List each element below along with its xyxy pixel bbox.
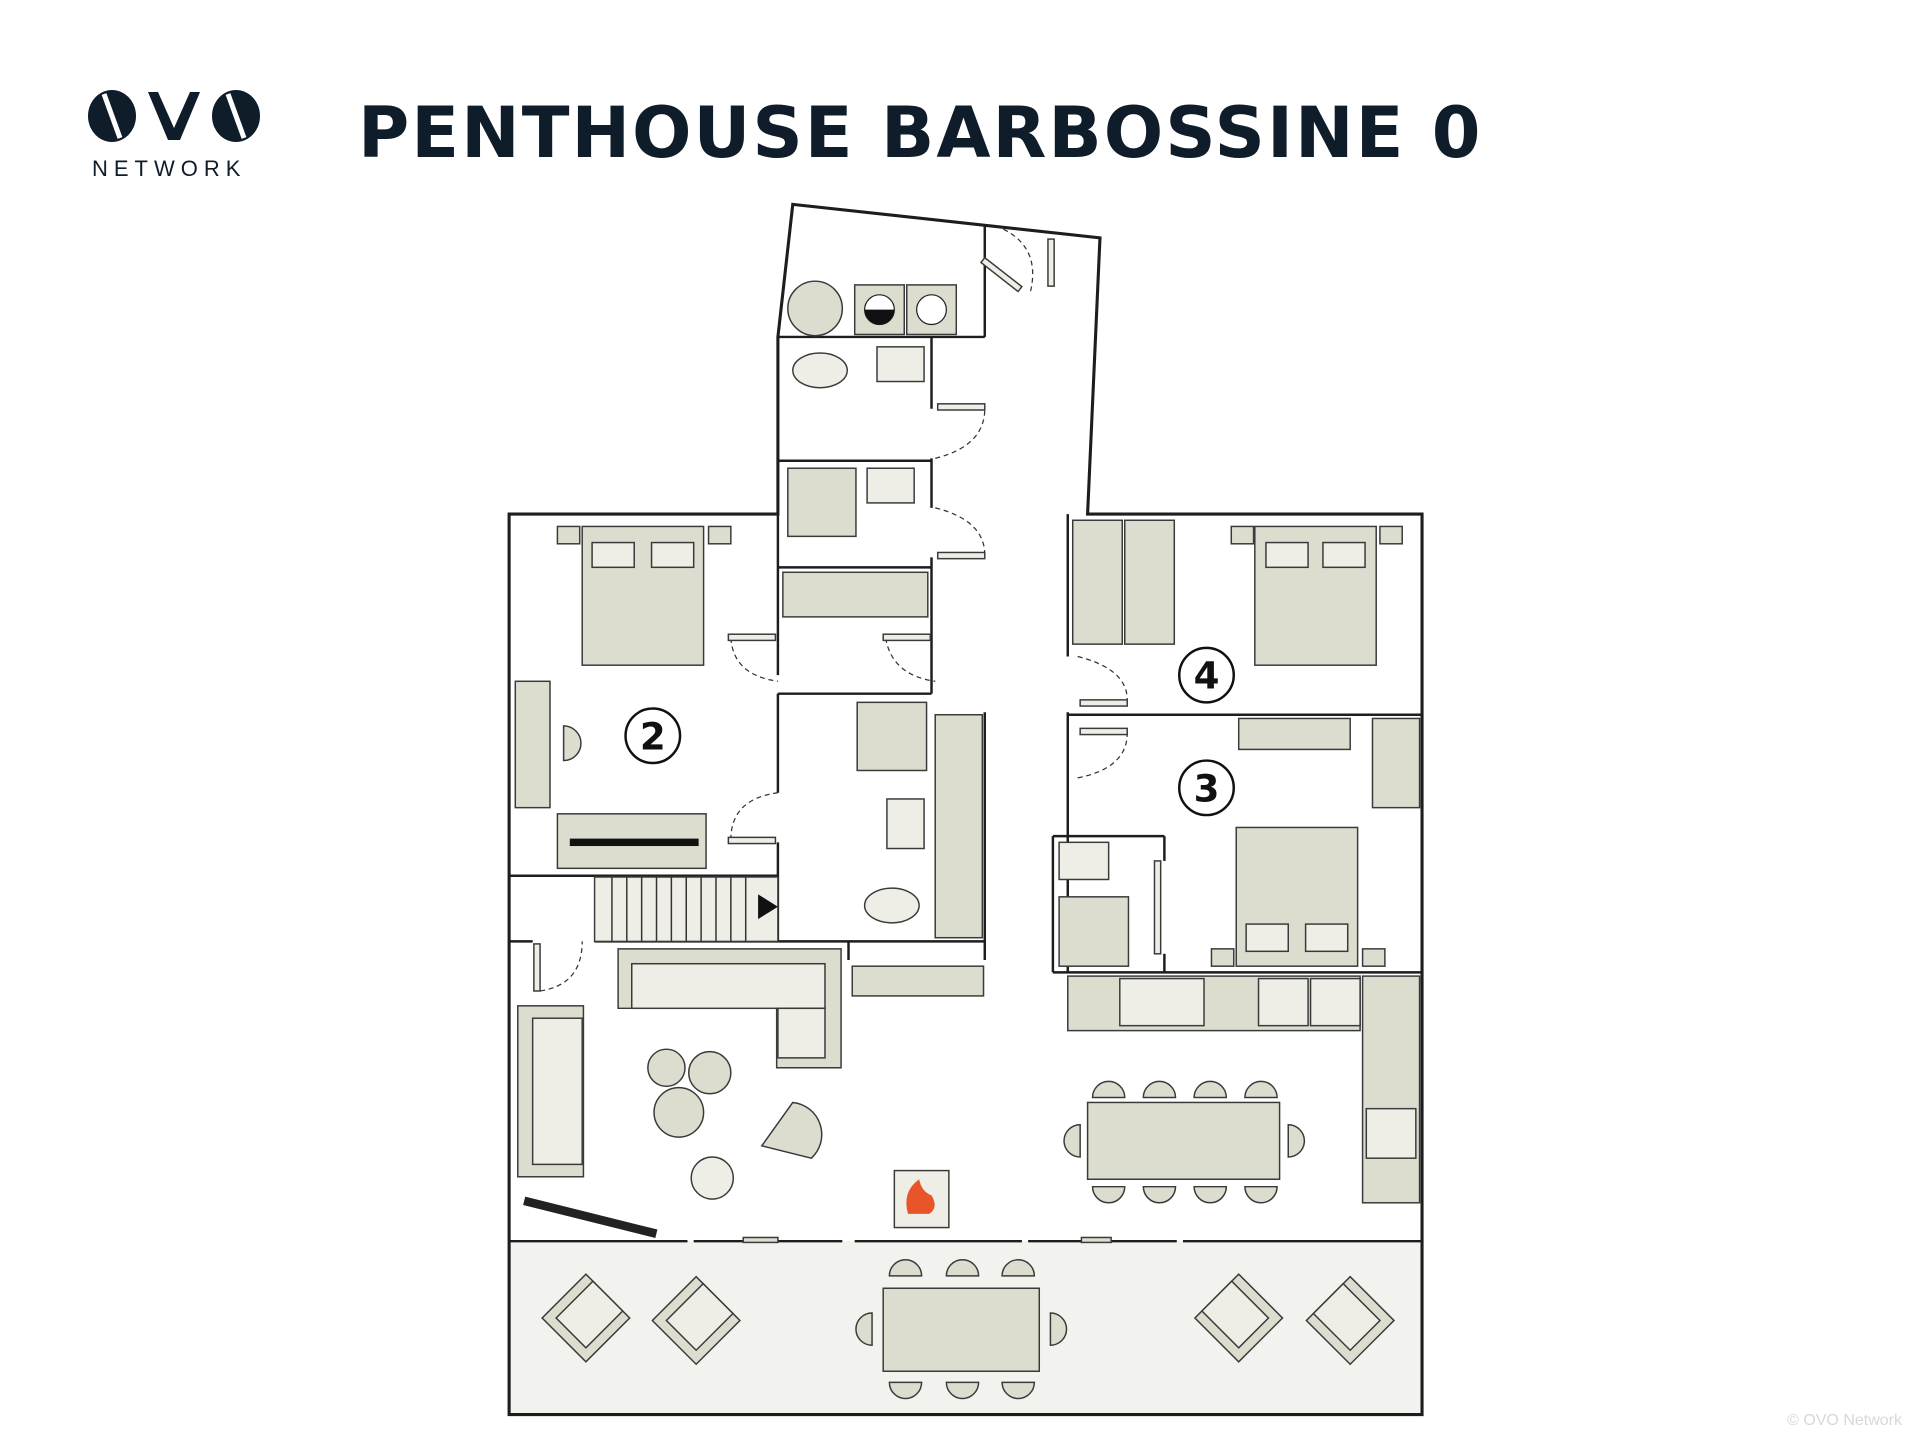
wardrobe — [1071, 519, 1124, 645]
chair — [1244, 1080, 1278, 1099]
chair — [1287, 1124, 1306, 1158]
logo-v — [148, 92, 200, 140]
living-room — [517, 948, 985, 1238]
chair — [888, 1381, 923, 1400]
bathroom-center — [856, 701, 984, 939]
lounge-chair — [1305, 1275, 1396, 1366]
copyright: © OVO Network — [1787, 1412, 1902, 1429]
sink — [1058, 841, 1110, 881]
wardrobe — [782, 571, 929, 618]
interior-walls — [509, 225, 1423, 1243]
chair — [1001, 1259, 1036, 1277]
dining-table — [1086, 1101, 1281, 1180]
chair — [1091, 1080, 1126, 1099]
chair — [562, 725, 582, 762]
chair — [1001, 1381, 1036, 1400]
toilet — [863, 887, 920, 924]
chair — [1063, 1124, 1081, 1158]
sink — [866, 467, 915, 504]
radiator — [1237, 717, 1351, 751]
armchair — [760, 1101, 823, 1160]
shower — [1058, 896, 1130, 967]
wardrobe — [934, 713, 984, 939]
side-table — [690, 1156, 735, 1200]
tv — [523, 1196, 658, 1238]
lounge-chair — [541, 1273, 631, 1363]
terrace-furniture — [541, 1273, 1396, 1372]
sink — [876, 346, 925, 383]
chair — [1142, 1185, 1177, 1204]
chair — [1049, 1312, 1068, 1346]
toilet — [792, 352, 849, 389]
lounge-chair — [651, 1275, 742, 1366]
chair — [1091, 1185, 1126, 1204]
boiler-icon — [787, 280, 844, 337]
lounge-chair — [1193, 1273, 1284, 1363]
room-number-3: 3 — [1194, 767, 1220, 810]
chair — [945, 1381, 980, 1400]
chair — [888, 1259, 923, 1277]
sink — [886, 798, 925, 850]
chair — [1193, 1185, 1228, 1204]
doors — [533, 228, 1162, 1244]
chair — [945, 1259, 980, 1277]
ovo-logo — [88, 90, 260, 142]
chair — [1142, 1080, 1177, 1099]
room-number-4: 4 — [1194, 655, 1220, 698]
chair — [1193, 1080, 1228, 1099]
utility-room — [782, 280, 958, 618]
kitchen-counter-side — [1361, 975, 1421, 1204]
fridge — [1365, 1107, 1417, 1159]
shower — [787, 467, 857, 538]
radiator — [851, 965, 985, 997]
room-4: 4 — [1071, 519, 1403, 704]
fire-icon — [906, 1179, 935, 1214]
room-2: 2 — [514, 525, 732, 870]
desk — [514, 680, 551, 809]
stairs-arrow-icon — [758, 894, 778, 920]
room-number-2: 2 — [640, 715, 666, 758]
kitchen-sink — [1119, 977, 1205, 1027]
room-3: 3 — [1058, 717, 1421, 967]
chair — [1244, 1185, 1278, 1204]
shower — [856, 701, 928, 772]
wardrobe — [1124, 519, 1176, 645]
outer-wall — [507, 202, 1424, 1417]
oven — [1309, 977, 1361, 1027]
staircase — [593, 876, 779, 943]
chair — [855, 1312, 873, 1346]
stove-top — [1257, 977, 1309, 1027]
wardrobe — [1371, 717, 1421, 809]
kitchen — [1067, 975, 1421, 1204]
page-title: PENTHOUSE BARBOSSINE 0 — [358, 92, 1483, 174]
terrace-table — [882, 1287, 1041, 1372]
logo-subtitle: NETWORK — [92, 156, 247, 181]
